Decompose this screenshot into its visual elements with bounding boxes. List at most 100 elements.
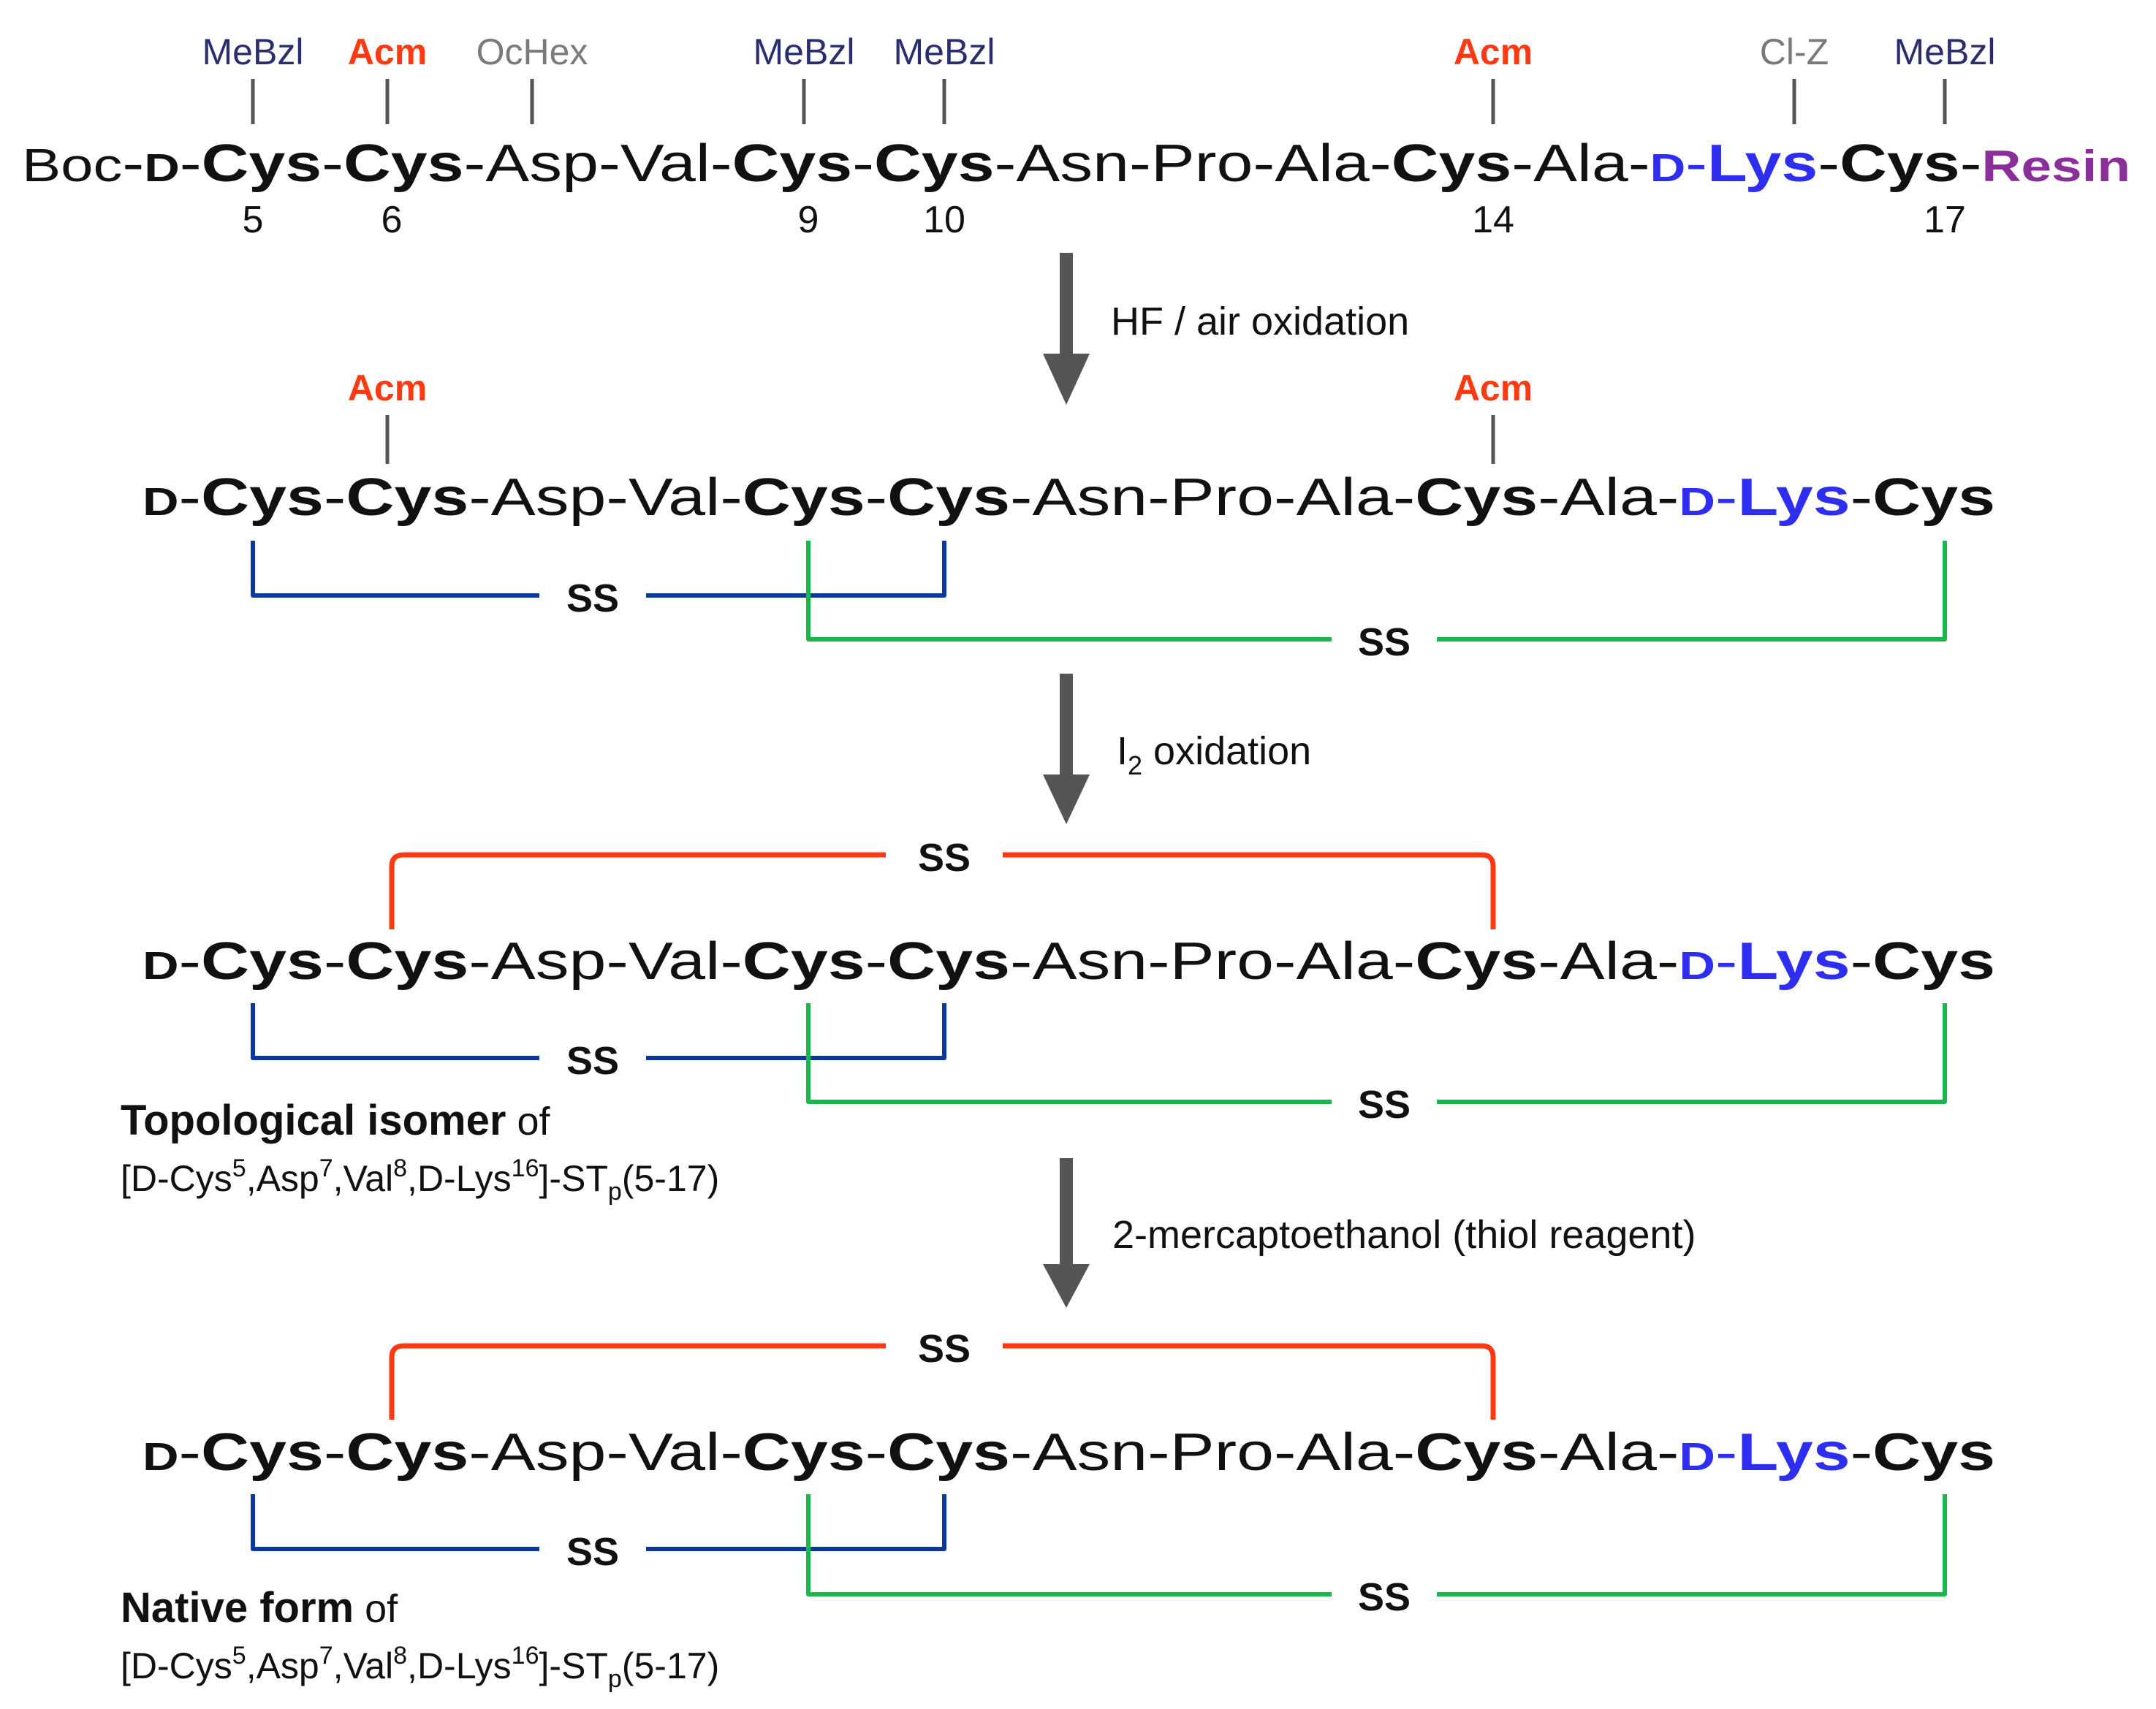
disulfide-bond-blue xyxy=(251,1003,946,1060)
formula-superscript: 8 xyxy=(393,1642,407,1670)
protecting-group-mebzl: MeBzl xyxy=(1894,31,1996,72)
residue-number: 17 xyxy=(1924,199,1966,241)
hyphen: - xyxy=(1538,468,1560,527)
formula-part: ]-ST xyxy=(539,1645,607,1686)
hyphen: - xyxy=(1147,468,1169,527)
residue-lys: Lys xyxy=(1737,932,1850,991)
hyphen: - xyxy=(1960,134,1982,193)
residue-cys: Cys xyxy=(1840,134,1960,193)
hyphen: - xyxy=(1147,1423,1169,1482)
formula-superscript: 16 xyxy=(512,1642,539,1670)
hyphen: - xyxy=(1715,468,1737,527)
residue-number: 6 xyxy=(382,199,403,241)
residue-cys: Cys xyxy=(887,1423,1010,1482)
disulfide-label: SS xyxy=(566,576,619,620)
d-prefix: D xyxy=(143,480,179,524)
residue-asn: Asn xyxy=(1033,1423,1148,1482)
hyphen: - xyxy=(720,932,742,991)
reaction-arrow-step2: I2 oxidation xyxy=(1043,674,1311,824)
protecting-group-acm: Acm xyxy=(1454,31,1533,72)
arrow-shaft xyxy=(1060,1158,1073,1266)
protected-peptide-row: MeBzl Acm OcHex MeBzl MeBzl Acm Cl-Z MeB… xyxy=(22,31,2130,241)
disulfide-label: SS xyxy=(918,1327,971,1371)
residue-ala: Ala xyxy=(1297,468,1394,527)
hyphen: - xyxy=(1538,932,1560,991)
residue-asn: Asn xyxy=(1033,932,1148,991)
formula-part: [D-Cys xyxy=(121,1645,232,1686)
caption-of: of xyxy=(506,1100,550,1143)
disulfide-label: SS xyxy=(1358,620,1411,664)
disulfide-bond-blue xyxy=(251,1494,946,1551)
residue-pro: Pro xyxy=(1151,134,1253,193)
residue-val: Val xyxy=(629,468,720,527)
protecting-group-mebzl: MeBzl xyxy=(894,31,995,72)
residue-lys: Lys xyxy=(1707,134,1818,193)
residue-ala: Ala xyxy=(1560,1423,1658,1482)
topological-isomer-formula: [D-Cys5,Asp7,Val8,D-Lys16]-STp(5-17) xyxy=(121,1154,719,1206)
hyphen: - xyxy=(1851,1423,1872,1482)
residue-asn: Asn xyxy=(1016,134,1129,193)
residue-val: Val xyxy=(620,134,710,193)
residue-asp: Asp xyxy=(491,1423,607,1482)
protecting-group-ticks xyxy=(251,79,1947,124)
disulfide-bond-green xyxy=(806,1003,1947,1104)
hyphen: - xyxy=(1010,468,1032,527)
residue-numbers: 5 6 9 10 14 17 xyxy=(243,199,1966,241)
intermediate-peptide-row: Acm Acm D-Cys-Cys-Asp-Val-Cys-Cys-Asn-Pr… xyxy=(143,368,1995,664)
step1-label: HF / air oxidation xyxy=(1111,300,1409,343)
hyphen: - xyxy=(1274,468,1296,527)
hyphen: - xyxy=(995,134,1017,193)
residue-number: 9 xyxy=(798,199,819,241)
residue-cys: Cys xyxy=(743,1423,865,1482)
boc-group: Boc xyxy=(22,139,122,191)
step2-rest: oxidation xyxy=(1142,729,1311,773)
formula-superscript: 8 xyxy=(393,1154,407,1182)
arrow-shaft xyxy=(1060,674,1073,776)
formula-superscript: 5 xyxy=(232,1642,246,1670)
residue-ala: Ala xyxy=(1533,134,1629,193)
hyphen: - xyxy=(1393,468,1415,527)
residue-cys: Cys xyxy=(201,1423,324,1482)
residue-cys: Cys xyxy=(1392,134,1512,193)
residue-ala: Ala xyxy=(1297,932,1394,991)
hyphen: - xyxy=(1393,1423,1415,1482)
residue-ala: Ala xyxy=(1297,1423,1394,1482)
residue-lys: Lys xyxy=(1737,468,1850,527)
peptide-sequence: D-Cys-Cys-Asp-Val-Cys-Cys-Asn-Pro-Ala-Cy… xyxy=(143,1423,1995,1482)
formula-superscript: 16 xyxy=(512,1154,539,1182)
residue-cys: Cys xyxy=(874,134,995,193)
hyphen: - xyxy=(1851,932,1872,991)
hyphen: - xyxy=(1274,1423,1296,1482)
step3-label: 2-mercaptoethanol (thiol reagent) xyxy=(1112,1213,1696,1257)
hyphen: - xyxy=(180,134,202,193)
peptide-sequence: D-Cys-Cys-Asp-Val-Cys-Cys-Asn-Pro-Ala-Cy… xyxy=(143,468,1995,527)
hyphen: - xyxy=(322,134,343,193)
hyphen: - xyxy=(122,134,144,193)
hyphen: - xyxy=(720,1423,742,1482)
topological-isomer-title: Topological isomer of xyxy=(121,1097,550,1144)
disulfide-bond-green xyxy=(806,1494,1947,1596)
residue-cys: Cys xyxy=(343,134,464,193)
disulfide-bond-green xyxy=(806,541,1947,642)
residue-cys: Cys xyxy=(1415,1423,1538,1482)
residue-cys: Cys xyxy=(346,932,468,991)
resin: Resin xyxy=(1982,142,2130,191)
formula-part: [D-Cys xyxy=(121,1158,232,1199)
disulfide-label: SS xyxy=(1358,1083,1411,1127)
protecting-group-acm: Acm xyxy=(348,368,427,408)
arrow-head xyxy=(1043,774,1090,824)
residue-number: 14 xyxy=(1472,199,1514,241)
hyphen: - xyxy=(1715,1423,1737,1482)
d-prefix: D xyxy=(143,1435,179,1479)
protecting-group-acm: Acm xyxy=(348,31,427,72)
protecting-group-ochex: OcHex xyxy=(477,31,588,72)
step2-subscript: 2 xyxy=(1128,750,1142,780)
formula-part: ,Asp xyxy=(246,1645,319,1686)
residue-lys: Lys xyxy=(1737,1423,1850,1482)
hyphen: - xyxy=(1715,932,1737,991)
disulfide-bond-red xyxy=(389,1343,1496,1420)
hyphen: - xyxy=(1253,134,1275,193)
hyphen: - xyxy=(865,1423,887,1482)
native-form-row: SS D-Cys-Cys-Asp-Val-Cys-Cys-Asn-Pro-Ala… xyxy=(121,1327,1995,1693)
residue-cys: Cys xyxy=(346,1423,468,1482)
